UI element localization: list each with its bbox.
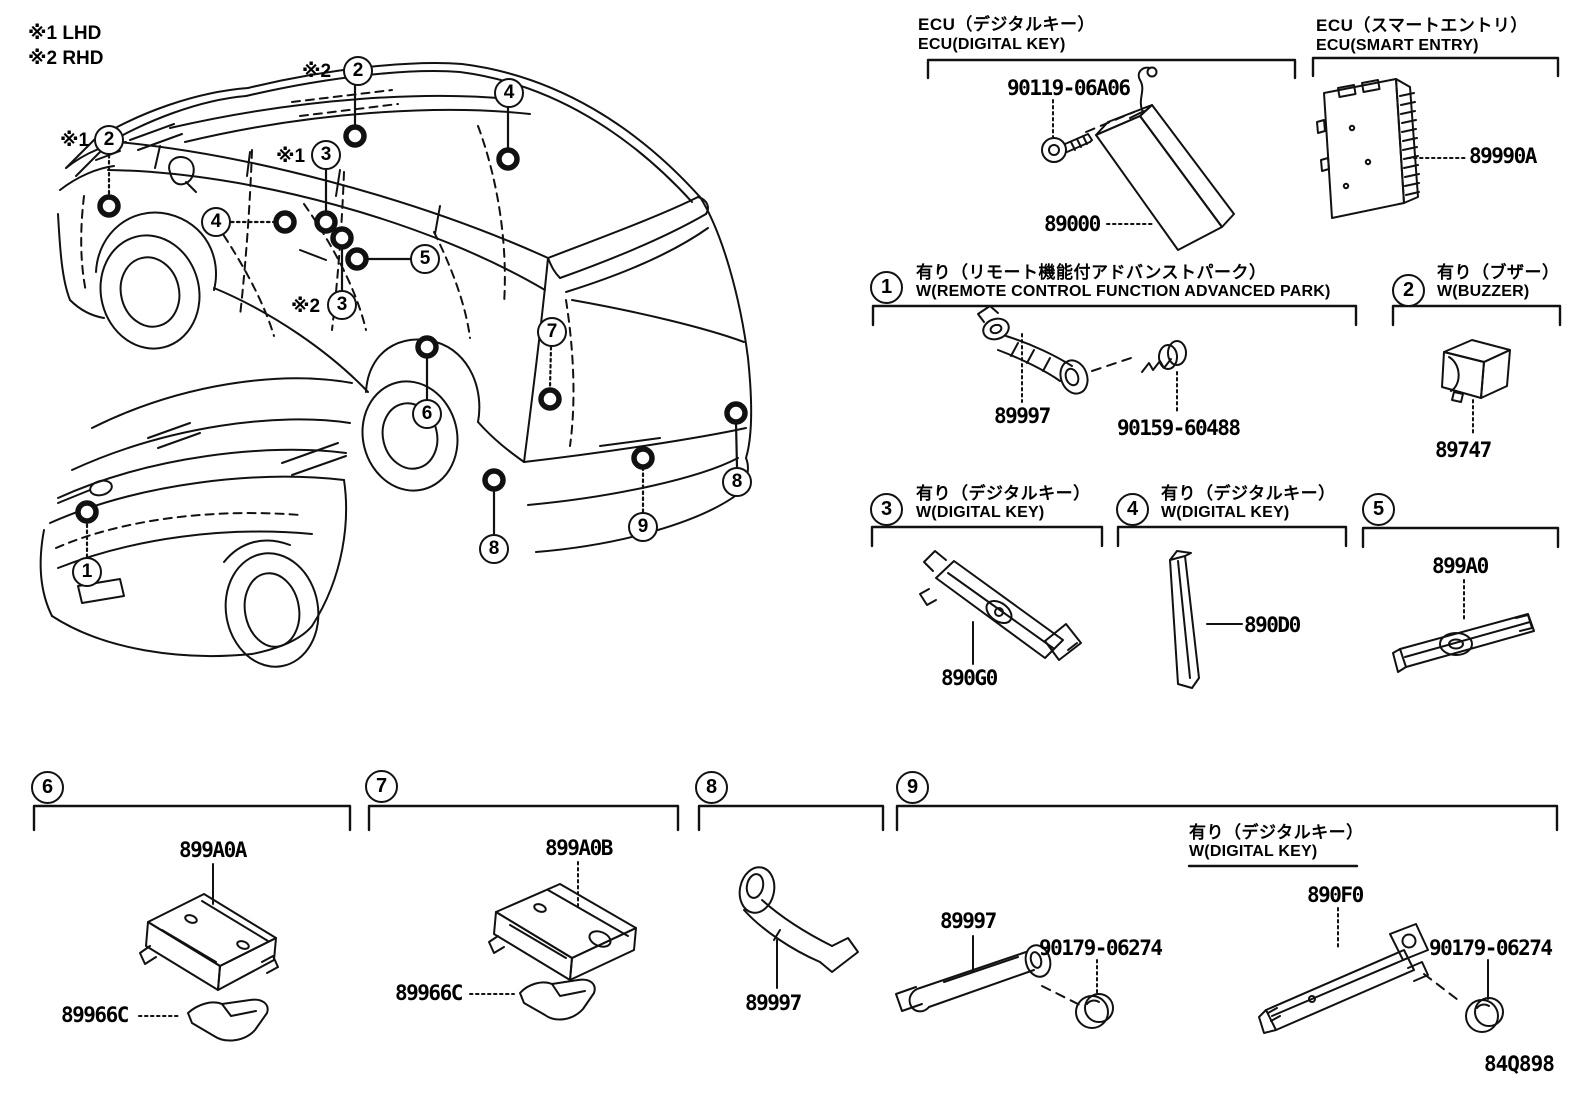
s2-cond-en: W(BUZZER): [1437, 283, 1530, 300]
antenna-899a0b-drawing: [488, 883, 637, 1021]
part-number-90119-06a06: 90119-06A06: [1007, 76, 1131, 100]
part-number-90159-60488: 90159-60488: [1117, 416, 1241, 440]
antenna-899a0-drawing: [1392, 613, 1535, 673]
part-number-90179-06274-left: 90179-06274: [1039, 936, 1163, 960]
s2-cond-jp: 有り（ブザー）: [1437, 263, 1560, 282]
antenna-899a0a-drawing: [139, 893, 279, 1042]
section-callout-4: 4: [1116, 493, 1149, 526]
section-callout-8: 8: [695, 771, 728, 804]
part-number-899a0: 899A0: [1432, 554, 1489, 578]
ecu-digital-title-en: ECU(DIGITAL KEY): [918, 36, 1066, 53]
section-callout-3: 3: [870, 493, 903, 526]
park-sensor-drawing: [977, 305, 1187, 395]
part-number-890f0: 890F0: [1307, 883, 1364, 907]
section-callout-5: 5: [1362, 493, 1395, 526]
section-callout-1: 1: [870, 271, 903, 304]
car-callout-1-front-bumper: 1: [72, 557, 102, 587]
car-callout-8-bumper-left: 8: [479, 534, 509, 564]
antenna-890d0-drawing: [1169, 550, 1200, 689]
section-callout-6: 6: [31, 771, 64, 804]
s9-cond-jp: 有り（デジタルキー）: [1189, 823, 1364, 842]
door-handle-sensor-s8-drawing: [738, 866, 859, 973]
car-callout-7-reardoor: 7: [537, 317, 567, 347]
part-number-89966c-s6: 89966C: [61, 1003, 129, 1027]
section-callout-2: 2: [1392, 274, 1425, 307]
section-callout-9: 9: [896, 771, 929, 804]
s3-cond-jp: 有り（デジタルキー）: [916, 484, 1091, 503]
section-brackets: [32, 56, 1562, 868]
s1-cond-en: W(REMOTE CONTROL FUNCTION ADVANCED PARK): [916, 283, 1331, 300]
footnote-mark-1-pillar: ※1: [276, 146, 306, 167]
callout-leader-lines: [85, 84, 739, 559]
car-callout-4-cabin: 4: [201, 207, 231, 237]
part-number-890d0: 890D0: [1244, 613, 1301, 637]
car-callout-2-front: 2: [94, 125, 124, 155]
car-callout-8-bumper-right: 8: [722, 467, 752, 497]
car-callout-6-quarter: 6: [412, 399, 442, 429]
s1-cond-jp: 有り（リモート機能付アドバンストパーク）: [916, 263, 1267, 282]
part-number-89997-s9: 89997: [940, 909, 997, 933]
part-number-90179-06274-right: 90179-06274: [1429, 936, 1553, 960]
car-callout-3-lower: 3: [327, 290, 357, 320]
note-rhd: ※2 RHD: [28, 48, 104, 69]
part-number-89990a: 89990A: [1469, 144, 1537, 168]
buzzer-drawing: [1441, 339, 1511, 403]
ecu-digital-title-jp: ECU（デジタルキー）: [918, 15, 1096, 34]
part-number-89000: 89000: [1044, 212, 1101, 236]
part-number-890g0: 890G0: [941, 666, 998, 690]
s3-cond-en: W(DIGITAL KEY): [916, 504, 1045, 521]
label-leader-lines-solid: [212, 621, 1489, 1000]
note-lhd: ※1 LHD: [28, 23, 102, 44]
car-callout-2-roof: 2: [343, 56, 373, 86]
ecu-digital-key-drawing: [1041, 66, 1235, 251]
car-callout-3-pillar: 3: [311, 140, 341, 170]
callout-target-rings: [75, 124, 748, 524]
s4-cond-en: W(DIGITAL KEY): [1161, 504, 1290, 521]
section-callout-7: 7: [365, 770, 398, 803]
ecu-smart-title-en: ECU(SMART ENTRY): [1316, 37, 1479, 54]
s9-cond-en: W(DIGITAL KEY): [1189, 843, 1318, 860]
label-leader-lines: [138, 99, 1474, 1017]
part-number-89747: 89747: [1435, 438, 1492, 462]
part-number-89966c-s7: 89966C: [395, 981, 463, 1005]
part-number-89997-s8: 89997: [745, 991, 802, 1015]
ecu-smart-title-jp: ECU（スマートエントリ）: [1316, 16, 1528, 35]
car-callout-9-bumper-center: 9: [628, 512, 658, 542]
part-number-899a0a: 899A0A: [179, 838, 247, 862]
car-callout-4-roof: 4: [494, 78, 524, 108]
car-callout-5-console: 5: [410, 244, 440, 274]
page-code: 84Q898: [1484, 1052, 1555, 1076]
antenna-890g0-drawing: [919, 550, 1082, 661]
part-number-899a0b: 899A0B: [545, 836, 613, 860]
footnote-mark-2-roof: ※2: [302, 61, 332, 82]
ecu-smart-entry-drawing: [1316, 78, 1420, 219]
s4-cond-jp: 有り（デジタルキー）: [1161, 484, 1336, 503]
van-rear-drawing: [57, 62, 753, 553]
part-number-89997-s1: 89997: [994, 404, 1051, 428]
footnote-mark-1-front: ※1: [60, 130, 90, 151]
footnote-mark-2-lower: ※2: [291, 296, 321, 317]
